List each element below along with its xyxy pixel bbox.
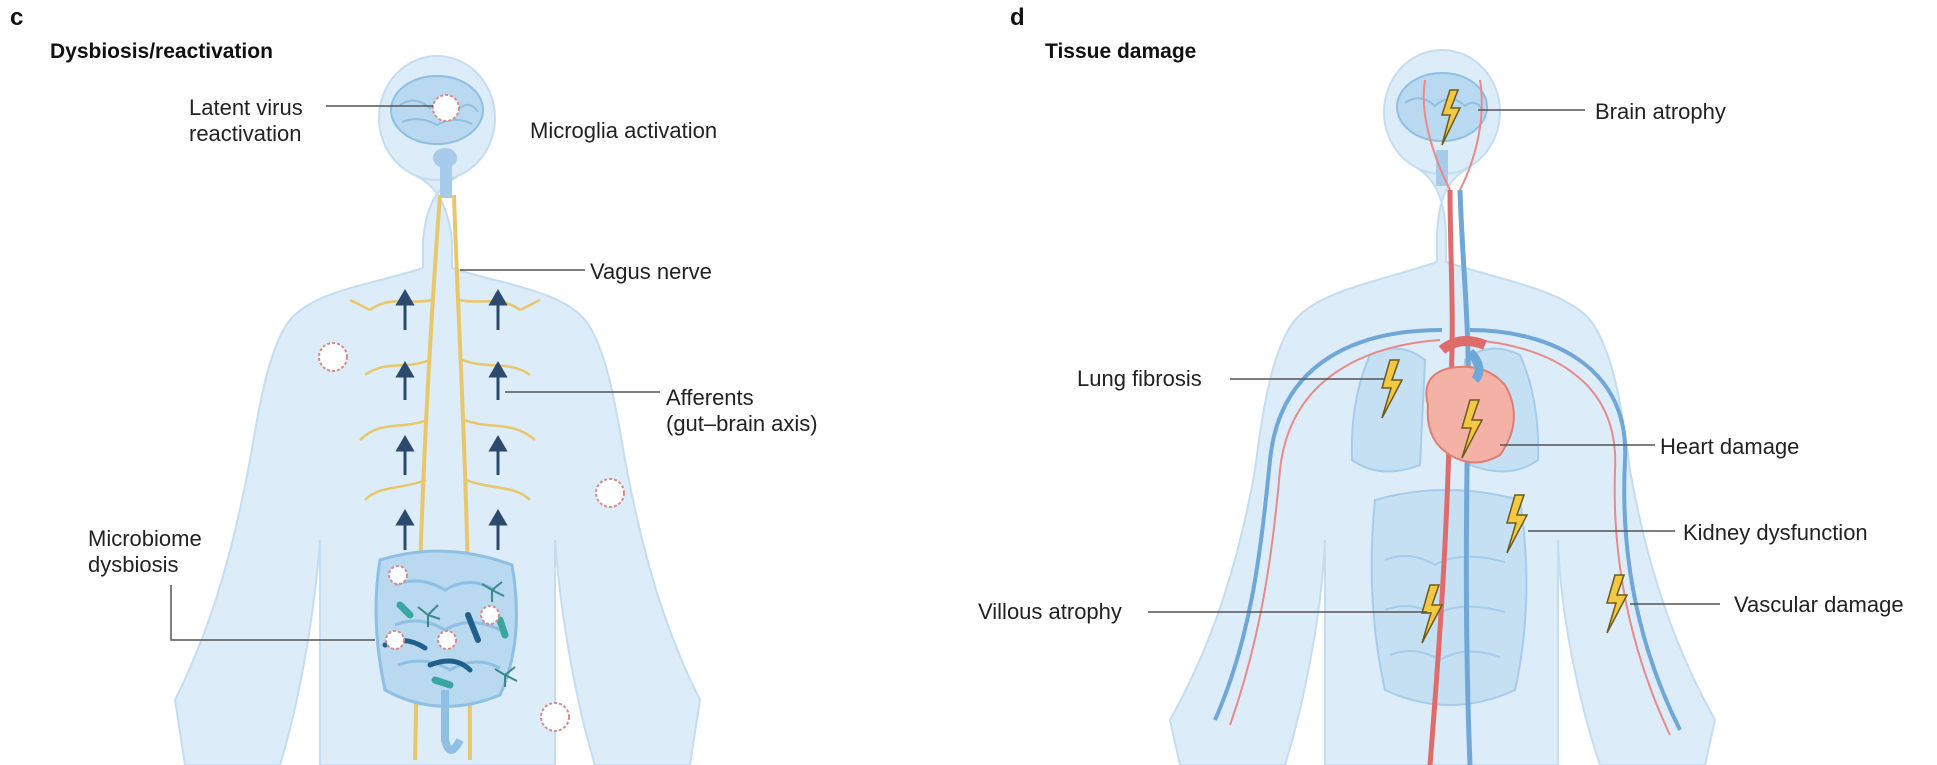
- panel-letter-c: c: [10, 4, 23, 32]
- panel-title-c: Dysbiosis/reactivation: [50, 40, 273, 64]
- brain-d: [1397, 73, 1487, 141]
- label-villous-atrophy: Villous atrophy: [978, 599, 1122, 625]
- label-microbiome-line2: dysbiosis: [88, 552, 202, 578]
- label-latent-virus-line1: Latent virus: [189, 95, 303, 121]
- label-vagus-nerve: Vagus nerve: [590, 259, 712, 285]
- label-latent-virus-line2: reactivation: [189, 121, 303, 147]
- panel-c-dysbiosis: c Dysbiosis/reactivation Latent virus re…: [0, 0, 980, 765]
- label-latent-virus: Latent virus reactivation: [189, 95, 303, 147]
- panel-letter-d: d: [1010, 4, 1025, 32]
- label-afferents: Afferents (gut–brain axis): [666, 385, 818, 437]
- label-lung-fibrosis: Lung fibrosis: [1077, 366, 1202, 392]
- abdomen: [1372, 490, 1527, 705]
- label-brain-atrophy: Brain atrophy: [1595, 99, 1726, 125]
- panel-title-d: Tissue damage: [1045, 40, 1196, 64]
- label-vascular-damage: Vascular damage: [1734, 592, 1904, 618]
- panel-d-tissue-damage: d Tissue damage Brain atrophy Lung fibro…: [980, 0, 1937, 765]
- label-afferents-line2: (gut–brain axis): [666, 411, 818, 437]
- label-afferents-line1: Afferents: [666, 385, 818, 411]
- label-microglia-activation: Microglia activation: [530, 118, 717, 144]
- label-heart-damage: Heart damage: [1660, 434, 1799, 460]
- label-microbiome-dysbiosis: Microbiome dysbiosis: [88, 526, 202, 578]
- label-microbiome-line1: Microbiome: [88, 526, 202, 552]
- panel-c-illustration: [0, 0, 980, 765]
- label-kidney-dysfunction: Kidney dysfunction: [1683, 520, 1868, 546]
